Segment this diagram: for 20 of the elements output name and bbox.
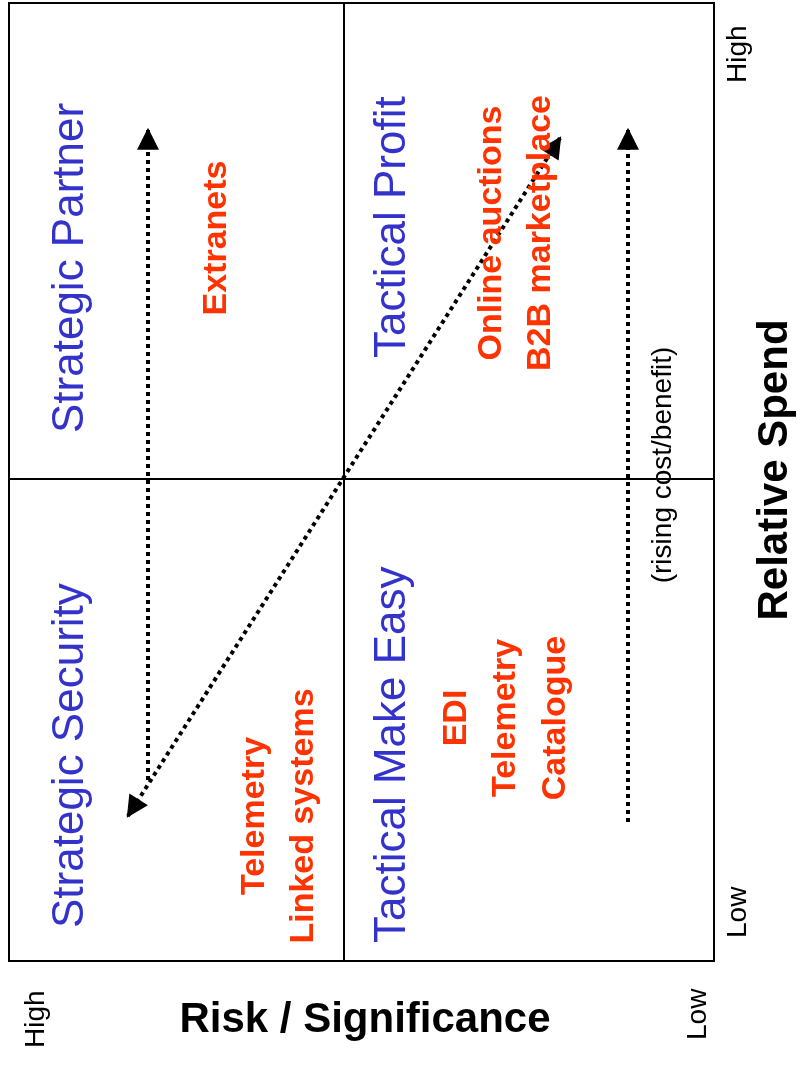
dotted-arrow	[137, 127, 159, 780]
axis-title: Relative Spend	[750, 319, 797, 621]
axis-tick-label: High	[722, 25, 753, 83]
dotted-arrow	[617, 127, 639, 822]
quadrant-title: Strategic Partner	[44, 102, 93, 433]
axis-tick-label: Low	[722, 886, 753, 938]
example-list: Telemetry Linked systems	[228, 685, 327, 947]
trend-label: (rising cost/benefit)	[647, 346, 678, 584]
quadrant-box	[8, 478, 345, 962]
axis-title: Risk / Significance	[179, 994, 551, 1042]
example-list: EDI Telemetry Catalogue	[430, 635, 578, 801]
example-list: Extranets	[190, 107, 240, 369]
quadrant-title: Tactical Profit	[366, 96, 415, 358]
quadrant-title: Strategic Security	[44, 583, 93, 928]
quadrant-box	[8, 2, 345, 480]
axis-tick-label: Low	[682, 988, 713, 1040]
example-list: Online auctions B2B marketplace	[465, 88, 564, 378]
axis-tick-label: High	[20, 990, 51, 1048]
quadrant-title: Tactical Make Easy	[366, 566, 415, 943]
dotted-arrow	[126, 136, 562, 818]
